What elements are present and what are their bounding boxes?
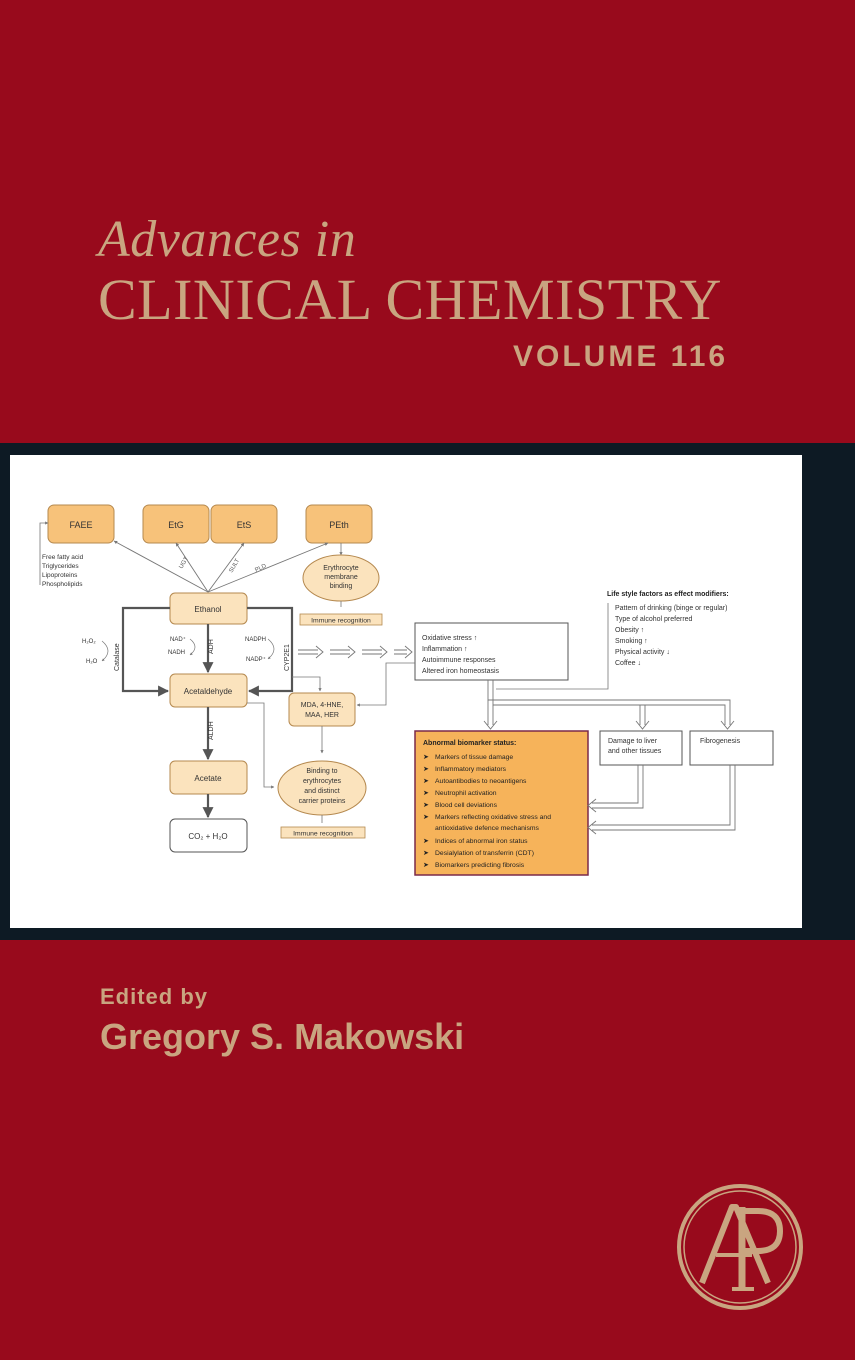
- damage-line: and other tissues: [608, 748, 662, 755]
- biomarker-item: Biomarkers predicting fibrosis: [435, 862, 525, 869]
- nadp-label: NADP⁺: [246, 656, 266, 663]
- catalase-label: Catalase: [114, 643, 121, 671]
- erythrocyte-binding-line: binding: [330, 583, 353, 590]
- faee-source-item: Phospholipids: [42, 581, 83, 588]
- lifestyle-item: Type of alcohol preferred: [615, 616, 693, 623]
- lifestyle-item: Physical activity ↓: [615, 649, 670, 656]
- etg-label: EtG: [168, 520, 184, 530]
- faee-source-item: Free fatty acid: [42, 554, 84, 561]
- ets-label: EtS: [237, 520, 252, 530]
- immune-recognition-label: Immune recognition: [311, 618, 371, 625]
- adh-label: ADH: [208, 639, 215, 654]
- effect-item: Oxidative stress ↑: [422, 635, 477, 642]
- biomarker-item: Markers reflecting oxidative stress and: [435, 814, 551, 821]
- fibrogenesis-box: Fibrogenesis: [689, 730, 774, 766]
- nadh-label: NADH: [168, 650, 185, 656]
- effect-item: Altered iron homeostasis: [422, 668, 500, 675]
- aldh-label: ALDH: [208, 721, 215, 740]
- carrier-binding-line: erythrocytes: [303, 778, 342, 785]
- biomarker-bullet: ➤: [423, 790, 429, 797]
- biomarker-item: Neutrophil activation: [435, 790, 497, 797]
- acetate-label: Acetate: [194, 774, 222, 783]
- biomarker-item: Autoantibodies to neoantigens: [435, 778, 527, 785]
- ethanol-label: Ethanol: [194, 605, 221, 614]
- editor-name: Gregory S. Makowski: [100, 1016, 465, 1057]
- acetate-node: Acetate: [169, 760, 248, 795]
- biomarker-item: Indices of abnormal iron status: [435, 838, 528, 845]
- cover-figure: FAEE EtG EtS PEth Free fatty acid Trigly…: [10, 455, 802, 928]
- biomarker-bullet: ➤: [423, 778, 429, 785]
- erythrocyte-binding-node: Erythrocyte membrane binding: [302, 554, 380, 602]
- sult-label: SULT: [229, 558, 242, 574]
- biomarker-bullet: ➤: [423, 802, 429, 809]
- immune-recognition-box-2: Immune recognition: [280, 826, 366, 839]
- biomarker-box: Abnormal biomarker status: ➤ Markers of t…: [414, 730, 589, 876]
- fibrogenesis-label: Fibrogenesis: [700, 738, 741, 745]
- faee-label: FAEE: [69, 520, 92, 530]
- peth-node: PEth: [305, 504, 373, 544]
- co2-h2o-node: CO₂ + H₂O: [169, 818, 248, 853]
- effect-item: Inflammation ↑: [422, 646, 468, 653]
- cover-top-panel: [0, 0, 855, 443]
- carrier-binding-node: Binding to erythrocytes and distinct car…: [277, 760, 367, 816]
- acetaldehyde-label: Acetaldehyde: [184, 687, 233, 696]
- immune-recognition-label: Immune recognition: [293, 831, 353, 838]
- h2o2-label: H₂O₂: [82, 639, 96, 645]
- damage-line: Damage to liver: [608, 738, 658, 745]
- immune-recognition-box-1: Immune recognition: [299, 613, 383, 626]
- metabolism-diagram: FAEE EtG EtS PEth Free fatty acid Trigly…: [39, 504, 774, 876]
- faee-node: FAEE: [47, 504, 115, 544]
- adducts-line: MAA, HER: [305, 712, 339, 719]
- adducts-node: MDA, 4-HNE, MAA, HER: [288, 692, 356, 727]
- biomarker-bullet: ➤: [423, 850, 429, 857]
- etg-node: EtG: [142, 504, 210, 544]
- biomarker-item: Desialylation of transferrin (CDT): [435, 850, 534, 857]
- series-title-line2: CLINICAL CHEMISTRY: [98, 267, 722, 332]
- peth-label: PEth: [329, 520, 349, 530]
- lifestyle-item: Smoking ↑: [615, 638, 648, 645]
- erythrocyte-binding-line: Erythrocyte: [323, 565, 359, 572]
- adducts-line: MDA, 4-HNE,: [301, 702, 343, 709]
- h2o-label: H₂O: [86, 659, 98, 665]
- carrier-binding-line: carrier proteins: [299, 798, 346, 805]
- biomarker-bullet: ➤: [423, 838, 429, 845]
- erythrocyte-binding-line: membrane: [324, 574, 358, 581]
- faee-source-item: Lipoproteins: [42, 572, 78, 579]
- damage-box: Damage to liver and other tissues: [599, 730, 683, 766]
- ugt-label: UGT: [179, 556, 191, 570]
- ap-publisher-logo-icon: [677, 1184, 803, 1310]
- effects-box: Oxidative stress ↑ Inflammation ↑ Autoim…: [414, 622, 569, 681]
- biomarker-bullet: ➤: [423, 814, 429, 821]
- edited-by-label: Edited by: [100, 984, 209, 1009]
- effect-item: Autoimmune responses: [422, 657, 496, 664]
- biomarker-title: Abnormal biomarker status:: [423, 740, 516, 747]
- biomarker-bullet: ➤: [423, 754, 429, 761]
- faee-sources: Free fatty acid Triglycerides Lipoprotei…: [42, 554, 84, 588]
- pld-label: PLD: [254, 563, 268, 574]
- ets-node: EtS: [210, 504, 278, 544]
- biomarker-bullet: ➤: [423, 766, 429, 773]
- nad-label: NAD⁺: [170, 636, 186, 643]
- ethanol-node: Ethanol: [169, 592, 248, 625]
- lifestyle-item: Pattern of drinking (binge or regular): [615, 605, 727, 612]
- series-title-line1: Advances in: [98, 211, 357, 268]
- nadph-label: NADPH: [245, 637, 266, 643]
- lifestyle-item: Coffee ↓: [615, 660, 641, 667]
- carrier-binding-line: and distinct: [304, 788, 339, 795]
- faee-source-item: Triglycerides: [42, 563, 79, 570]
- lifestyle-factors: Life style factors as effect modifiers: …: [607, 591, 729, 667]
- lifestyle-title: Life style factors as effect modifiers:: [607, 591, 729, 598]
- biomarker-bullet: ➤: [423, 862, 429, 869]
- volume-number: VOLUME 116: [513, 340, 729, 373]
- lifestyle-item: Obesity ↑: [615, 627, 644, 634]
- biomarker-item: Blood cell deviations: [435, 802, 498, 809]
- acetaldehyde-node: Acetaldehyde: [169, 673, 248, 708]
- cyp2e1-label: CYP2E1: [284, 644, 291, 671]
- carrier-binding-line: Binding to: [306, 768, 337, 775]
- biomarker-item: antioxidative defence mechanisms: [435, 825, 539, 832]
- biomarker-item: Inflammatory mediators: [435, 766, 507, 773]
- biomarker-item: Markers of tissue damage: [435, 754, 513, 761]
- co2-h2o-label: CO₂ + H₂O: [188, 832, 227, 841]
